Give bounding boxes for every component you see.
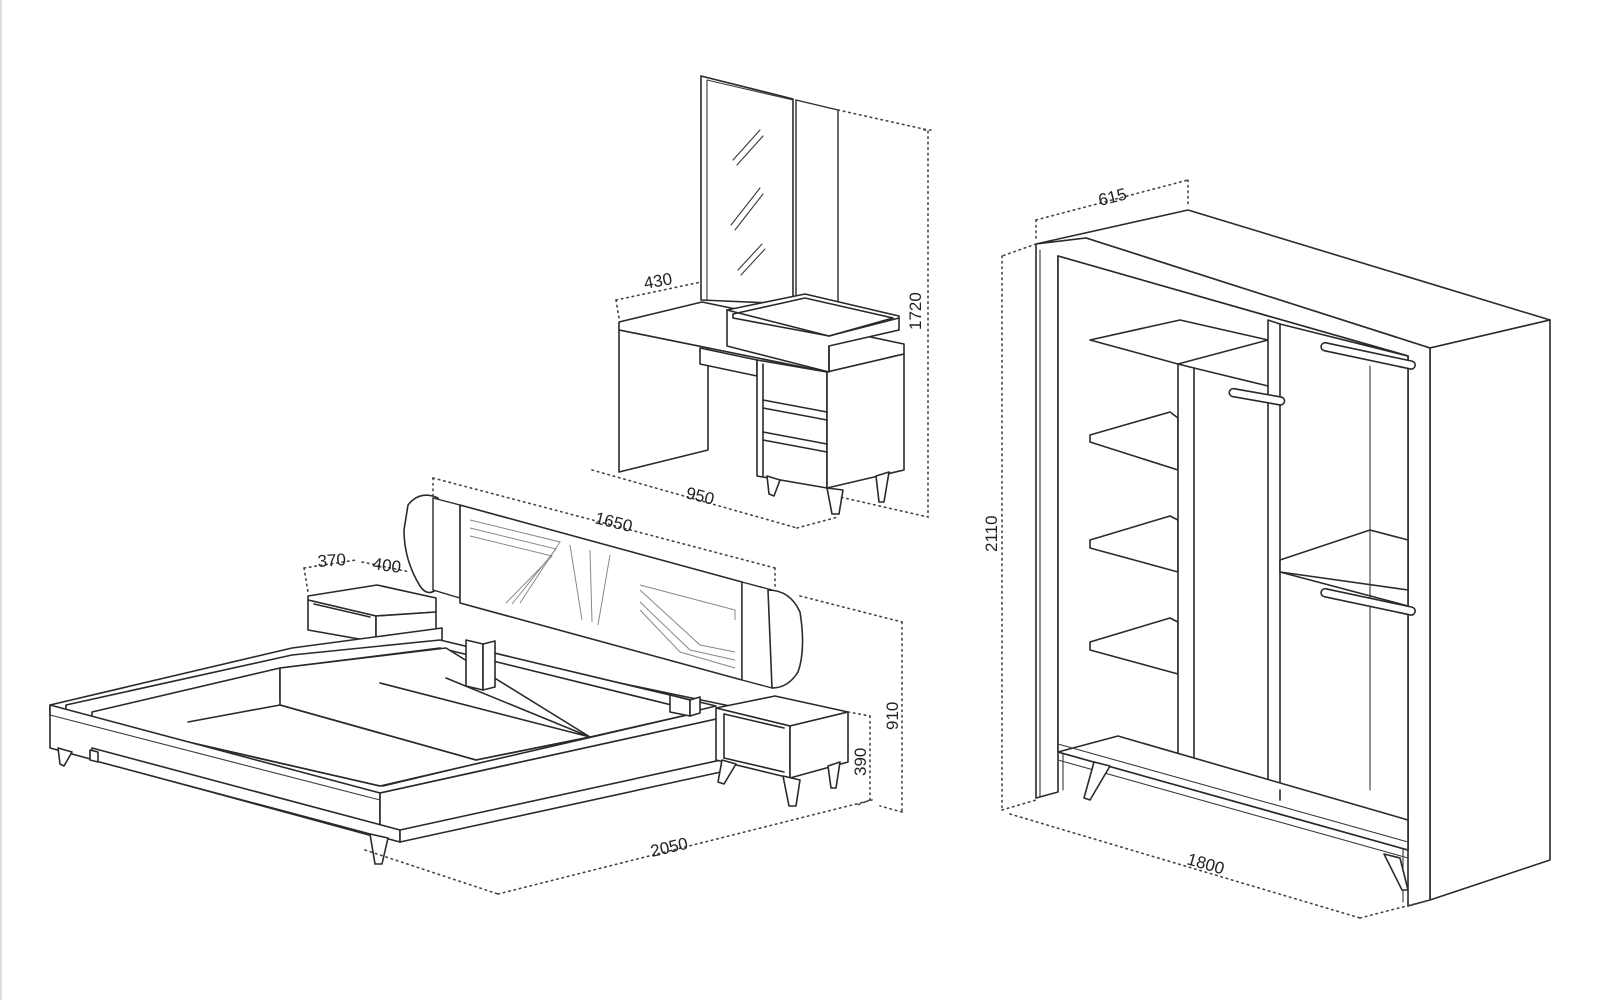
headboard-right-pattern (741, 581, 773, 689)
vanity-table (618, 75, 905, 515)
nightstand-depth-label: 400 (371, 554, 402, 577)
vanity-mirror (700, 75, 794, 305)
vanity-dimensions (591, 109, 935, 529)
vanity-cabinet (756, 359, 828, 489)
bed-dimensions (303, 477, 903, 895)
vanity-width-label: 950 (684, 483, 716, 508)
headboard-width-label: 1650 (593, 508, 634, 536)
wardrobe-depth-label: 615 (1096, 185, 1128, 210)
nightstand-width-label: 370 (317, 550, 347, 571)
bed (49, 494, 849, 865)
vanity-height-label: 1720 (906, 292, 925, 330)
nightstand-height-label: 390 (851, 748, 870, 776)
wardrobe-dimensions (1001, 179, 1431, 919)
headboard-left-wing (403, 494, 439, 594)
headboard-panel (459, 504, 743, 681)
wardrobe-height-label: 2110 (982, 515, 1001, 552)
headboard-left-pattern (432, 497, 461, 599)
bed-length-label: 2050 (649, 834, 690, 861)
vanity-decor-panel (795, 99, 839, 307)
bed-height-label: 910 (883, 702, 902, 730)
wardrobe (1035, 209, 1551, 907)
headboard-right-wing (767, 589, 804, 689)
vanity-depth-label: 430 (642, 269, 673, 293)
wardrobe-width-label: 1800 (1185, 850, 1227, 879)
wardrobe-side (1429, 319, 1551, 901)
